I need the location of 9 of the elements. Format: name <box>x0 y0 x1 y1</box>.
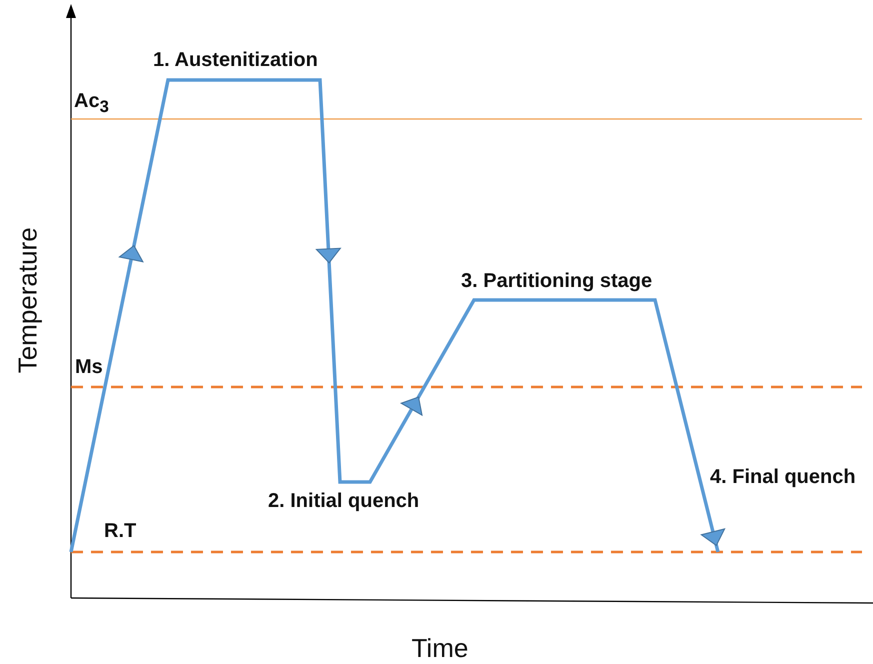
stage-label: 3. Partitioning stage <box>461 270 652 292</box>
axis-title: Temperature <box>14 226 42 373</box>
temperature-label: Ac$_{3}$ <box>74 90 109 116</box>
stage-label: 2. Initial quench <box>268 490 420 512</box>
temperature-label: Ms <box>75 356 103 378</box>
axis-title: Time <box>412 634 468 662</box>
temperature-label: R.T <box>104 520 136 542</box>
stage-label: 1. Austenitization <box>153 49 318 71</box>
stage-label: 4. Final quench <box>710 466 856 488</box>
